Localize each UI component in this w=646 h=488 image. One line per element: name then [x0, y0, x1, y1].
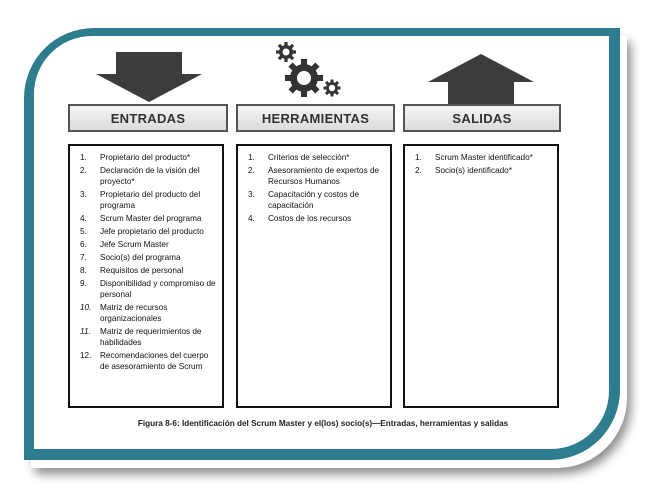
list-item: 3.Propietario del producto del programa: [80, 190, 201, 210]
up-arrow-icon: [428, 54, 534, 104]
header-salidas: SALIDAS: [403, 104, 561, 132]
list-item: 3.Capacitación y costos de capacitación: [248, 190, 360, 210]
herramientas-list: 1.Criterios de selección* 2.Asesoramient…: [248, 152, 384, 224]
list-item: 2.Socio(s) identificado*: [415, 166, 512, 175]
list-item: 6.Jefe Scrum Master: [80, 240, 169, 249]
list-item: 10.Matriz de recursos organizacionales: [80, 303, 168, 323]
entradas-box: 1.Propietario del producto* 2.Declaració…: [68, 144, 224, 408]
list-item: 1.Scrum Master identificado*: [415, 153, 533, 162]
list-item: 9.Disponibilidad y compromiso de persona…: [80, 279, 216, 299]
list-item: 7.Socio(s) del programa: [80, 253, 181, 262]
list-item: 4.Costos de los recursos: [248, 214, 352, 223]
down-arrow-icon: [96, 52, 202, 102]
list-item: 1.Criterios de selección*: [248, 153, 350, 162]
header-salidas-label: SALIDAS: [452, 110, 512, 126]
list-item: 8.Requisitos de personal: [80, 266, 184, 275]
list-item: 12.Recomendaciones del cuerpo de asesora…: [80, 351, 209, 371]
list-item: 4.Scrum Master del programa: [80, 214, 202, 223]
list-item: 5.Jefe propietario del producto: [80, 227, 204, 236]
herramientas-box: 1.Criterios de selección* 2.Asesoramient…: [236, 144, 392, 408]
entradas-list: 1.Propietario del producto* 2.Declaració…: [80, 152, 216, 372]
list-item: 1.Propietario del producto*: [80, 153, 191, 162]
salidas-list: 1.Scrum Master identificado* 2.Socio(s) …: [415, 152, 551, 176]
header-herramientas: HERRAMIENTAS: [236, 104, 395, 132]
list-item: 11.Matriz de requerimientos de habilidad…: [80, 327, 202, 347]
header-herramientas-label: HERRAMIENTAS: [261, 110, 370, 126]
header-entradas-label: ENTRADAS: [110, 110, 186, 126]
list-item: 2.Asesoramiento de expertos de Recursos …: [248, 166, 380, 186]
salidas-box: 1.Scrum Master identificado* 2.Socio(s) …: [403, 144, 559, 408]
list-item: 2.Declaración de la visión del proyecto*: [80, 166, 200, 186]
figure-caption: Figura 8-6: Identificación del Scrum Mas…: [137, 419, 509, 428]
gears-icon: [276, 42, 341, 97]
header-entradas: ENTRADAS: [68, 104, 228, 132]
